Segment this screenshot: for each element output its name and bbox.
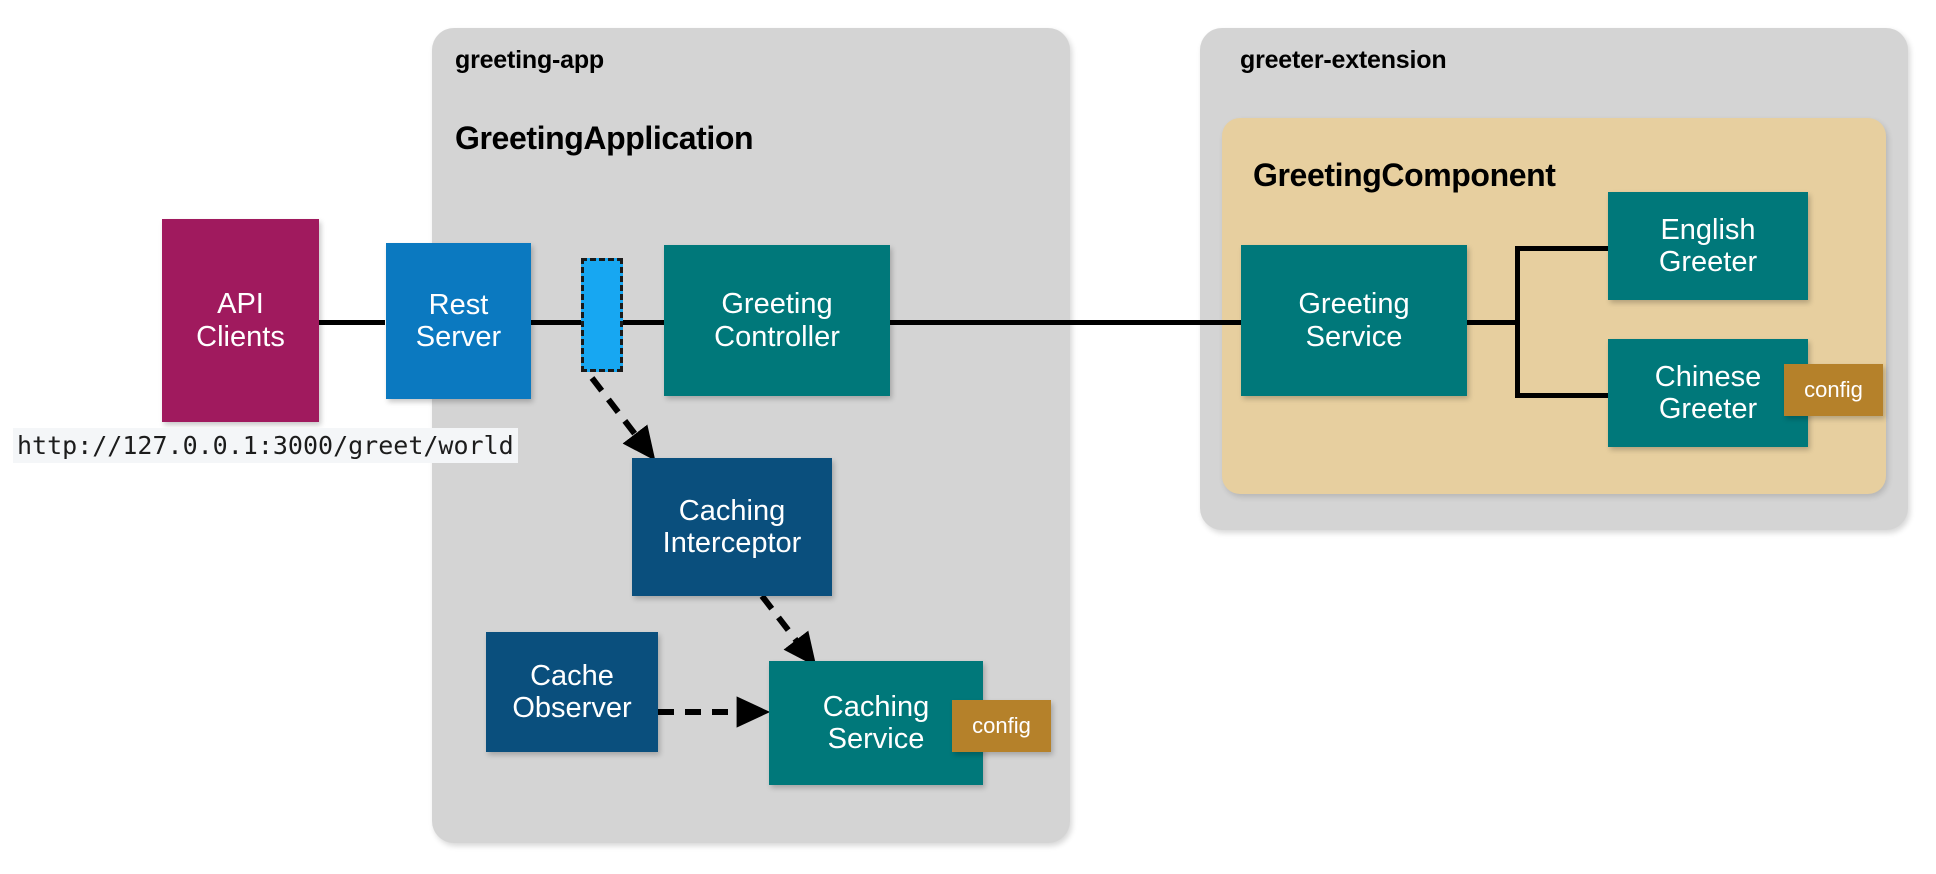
request-url-label: http://127.0.0.1:3000/greet/world	[13, 428, 518, 464]
node-rest-server-line-1: Rest	[428, 288, 489, 321]
badge-chinese-greeter-config[interactable]: config	[1784, 364, 1883, 416]
connector-api-clients-rest-server	[318, 320, 385, 325]
node-greeting-controller-line-2: Controller	[714, 320, 840, 353]
node-greeting-service-line-1: Greeting	[1298, 288, 1410, 321]
node-caching-service-line-1: Caching	[822, 690, 930, 723]
node-caching-interceptor-line-2: Interceptor	[662, 527, 802, 559]
badge-caching-service-config[interactable]: config	[952, 700, 1051, 752]
node-sequence-marker[interactable]	[581, 258, 623, 372]
node-api-clients-line-1: API	[217, 288, 264, 321]
connector-fork-chinese-greeter	[1515, 393, 1610, 398]
node-greeting-service[interactable]: Greeting Service	[1241, 245, 1467, 396]
node-english-greeter-line-1: English	[1660, 213, 1756, 246]
node-caching-service-line-2: Service	[827, 723, 925, 755]
node-greeting-service-line-2: Service	[1305, 320, 1403, 353]
node-greeting-controller[interactable]: Greeting Controller	[664, 245, 890, 396]
node-caching-interceptor[interactable]: Caching Interceptor	[632, 458, 832, 596]
node-rest-server-line-2: Server	[415, 321, 502, 353]
node-chinese-greeter-line-2: Greeter	[1658, 393, 1758, 425]
connector-greeter-fork-spine	[1515, 246, 1520, 398]
connector-greeting-service-fork-stem	[1466, 320, 1520, 325]
node-caching-service[interactable]: Caching Service	[769, 661, 983, 785]
node-chinese-greeter-line-1: Chinese	[1654, 360, 1762, 393]
connector-greeting-controller-greeting-service	[890, 320, 1242, 325]
node-greeting-controller-line-1: Greeting	[721, 288, 833, 321]
node-cache-observer-line-2: Observer	[512, 692, 632, 724]
panel-greeter-extension-label: greeter-extension	[1240, 46, 1447, 74]
node-english-greeter[interactable]: English Greeter	[1608, 192, 1808, 300]
greeting-application-title: GreetingApplication	[455, 120, 754, 156]
node-cache-observer[interactable]: Cache Observer	[486, 632, 658, 752]
greeting-component-title: GreetingComponent	[1253, 157, 1556, 193]
node-chinese-greeter[interactable]: Chinese Greeter	[1608, 339, 1808, 447]
node-api-clients[interactable]: API Clients	[162, 219, 319, 422]
node-caching-interceptor-line-1: Caching	[678, 494, 786, 527]
node-api-clients-line-2: Clients	[196, 320, 285, 353]
node-cache-observer-line-1: Cache	[530, 659, 614, 692]
node-english-greeter-line-2: Greeter	[1658, 246, 1758, 278]
panel-greeting-app-label: greeting-app	[455, 46, 604, 74]
connector-fork-english-greeter	[1515, 246, 1610, 251]
node-rest-server[interactable]: Rest Server	[386, 243, 531, 399]
